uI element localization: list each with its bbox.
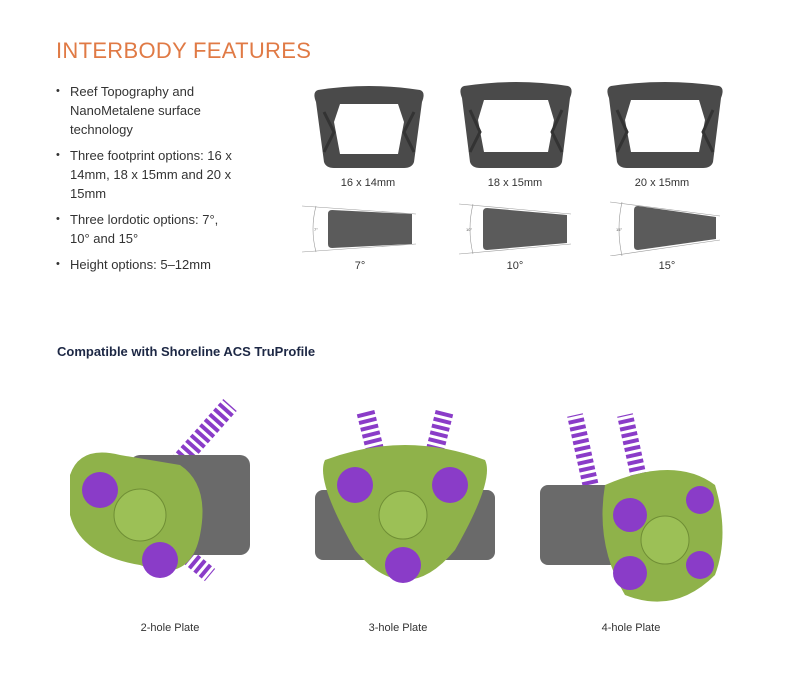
lordotic-10-image: 10°: [458, 203, 572, 255]
lordotic-7-image: 7°: [301, 205, 417, 253]
feature-item: Reef Topography and NanoMetalene surface…: [56, 82, 220, 139]
footprint-label: 20 x 15mm: [634, 177, 690, 189]
footprint-label: 18 x 15mm: [487, 177, 543, 189]
plate-label: 4-hole Plate: [601, 622, 661, 634]
2-hole-plate-image: [70, 399, 250, 582]
lordotic-label: 15°: [658, 260, 676, 272]
feature-item: Three footprint options: 16 x 14mm, 18 x…: [56, 146, 240, 203]
lordotic-15-image: 15°: [609, 201, 721, 256]
angle-marker: 15°: [616, 227, 622, 232]
angle-marker: 7°: [314, 227, 318, 232]
lordotic-label: 7°: [354, 260, 366, 272]
footprint-16x14-image: [314, 86, 424, 168]
lordotic-label: 10°: [506, 260, 524, 272]
footprint-18x15-image: [460, 82, 572, 168]
plate-label: 3-hole Plate: [368, 622, 428, 634]
angle-marker: 10°: [466, 227, 472, 232]
footprint-label: 16 x 14mm: [340, 177, 396, 189]
page-title: INTERBODY FEATURES: [56, 38, 312, 63]
compatibility-heading: Compatible with Shoreline ACS TruProfile: [57, 344, 316, 359]
feature-item: Height options: 5–12mm: [56, 255, 286, 274]
3-hole-plate-image: [315, 410, 495, 583]
footprint-20x15-image: [607, 82, 723, 168]
feature-list: Reef Topography and NanoMetalene surface…: [56, 82, 286, 281]
plate-label: 2-hole Plate: [140, 622, 200, 634]
4-hole-plate-image: [540, 413, 723, 602]
feature-item: Three lordotic options: 7°, 10° and 15°: [56, 210, 240, 248]
